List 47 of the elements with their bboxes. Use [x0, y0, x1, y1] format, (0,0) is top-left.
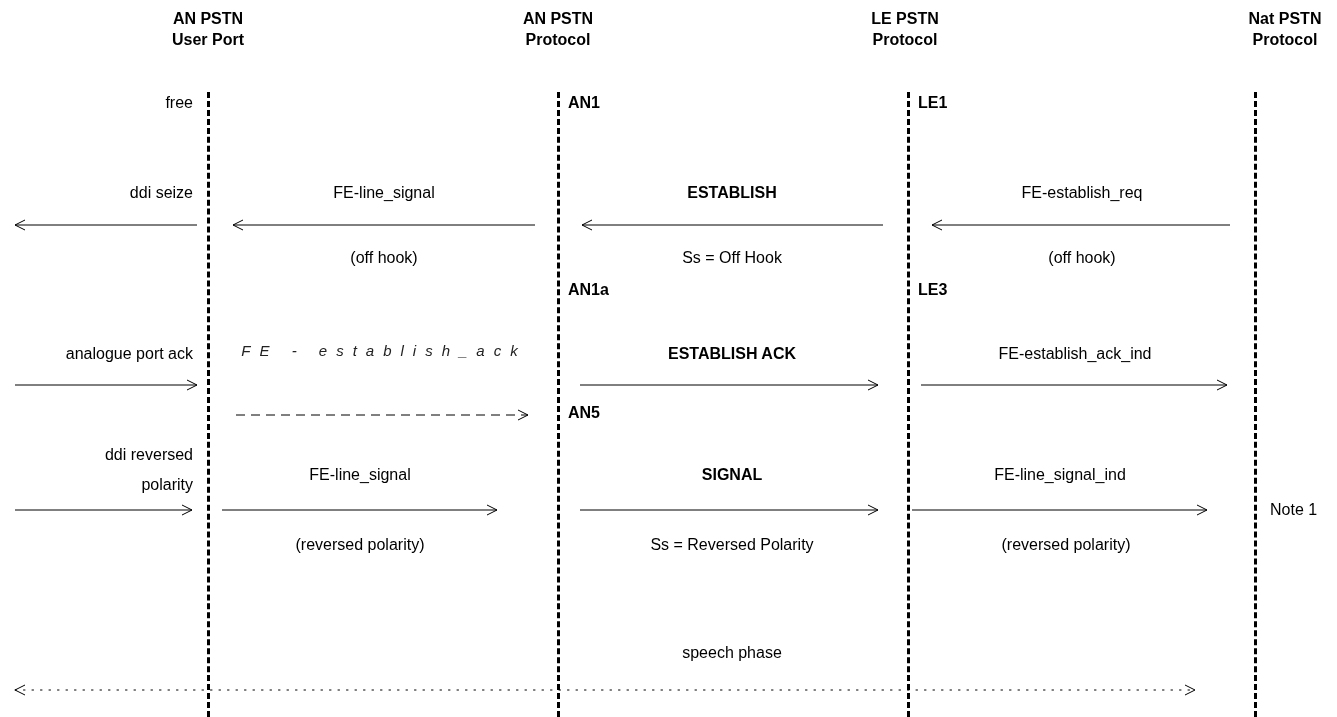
edge-label: ddi reversed polarity — [103, 445, 193, 495]
lifeline — [207, 92, 211, 717]
state-label: LE1 — [918, 93, 948, 113]
message-arrow — [14, 379, 198, 391]
edge-label: analogue port ack — [65, 344, 193, 364]
edge-label: SIGNAL — [701, 465, 763, 485]
state-label: AN1a — [568, 280, 609, 300]
message-arrow — [14, 504, 193, 516]
edge-label: FE - establish_ack — [240, 341, 528, 361]
note-text: Note 1 — [1270, 500, 1318, 520]
note-text: (off hook) — [1048, 248, 1116, 268]
message-arrow — [911, 504, 1208, 516]
edge-label: FE-line_signal_ind — [994, 465, 1126, 485]
edge-label: ESTABLISH — [687, 183, 777, 203]
note-text: (reversed polarity) — [1001, 535, 1131, 555]
note-text: Ss = Reversed Polarity — [650, 535, 814, 555]
lifeline-heading: LE PSTN Protocol — [870, 9, 940, 50]
message-arrow — [14, 219, 198, 231]
state-label: AN5 — [568, 403, 600, 423]
message-arrow — [931, 219, 1231, 231]
state-label: AN1 — [568, 93, 600, 113]
note-text: Ss = Off Hook — [682, 248, 782, 268]
state-label: LE3 — [918, 280, 948, 300]
message-arrow — [232, 219, 536, 231]
lifeline — [907, 92, 911, 717]
edge-label: ESTABLISH ACK — [668, 344, 796, 364]
message-arrow — [14, 684, 1196, 696]
message-arrow — [579, 379, 879, 391]
note-text: (off hook) — [350, 248, 418, 268]
lifeline — [1254, 92, 1258, 717]
edge-label: FE-establish_ack_ind — [998, 344, 1152, 364]
message-arrow — [920, 379, 1228, 391]
message-arrow — [579, 504, 879, 516]
lifeline-heading: Nat PSTN Protocol — [1247, 9, 1323, 50]
message-arrow — [235, 409, 529, 421]
edge-label: FE-line_signal — [333, 183, 435, 203]
edge-label: FE-line_signal — [309, 465, 411, 485]
note-text: free — [165, 93, 193, 113]
edge-label: speech phase — [682, 643, 782, 663]
note-text: (reversed polarity) — [295, 535, 425, 555]
message-arrow — [221, 504, 498, 516]
message-arrow — [581, 219, 884, 231]
lifeline — [557, 92, 561, 717]
lifeline-heading: AN PSTN Protocol — [521, 9, 595, 50]
lifeline-heading: AN PSTN User Port — [171, 9, 245, 50]
edge-label: ddi seize — [129, 183, 193, 203]
edge-label: FE-establish_req — [1021, 183, 1143, 203]
